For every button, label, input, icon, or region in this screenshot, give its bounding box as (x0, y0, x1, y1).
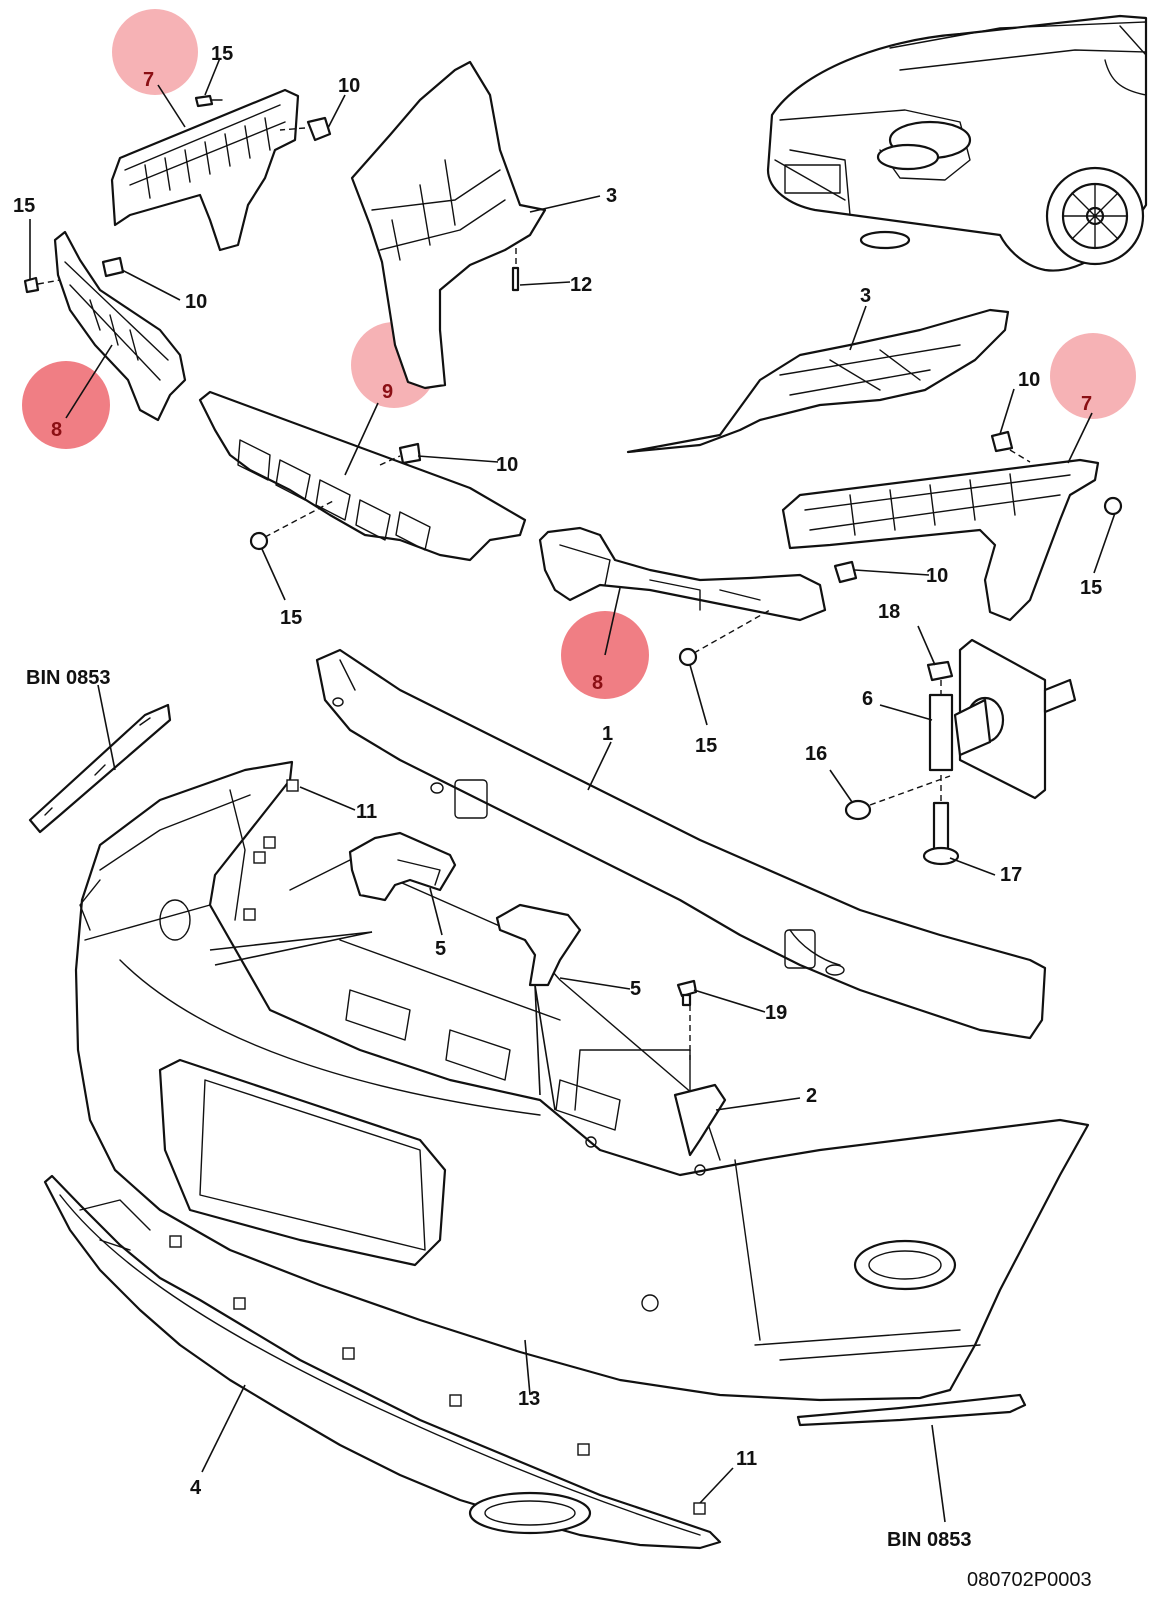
screw-15-right[interactable] (1103, 496, 1123, 516)
reference-code: 080702P0003 (967, 1569, 1092, 1591)
part-3-air-guide-right[interactable] (626, 308, 1010, 454)
part-1-energy-absorber[interactable] (315, 648, 1047, 1040)
callout-17: 17 (1000, 864, 1022, 886)
part-12-pin[interactable] (511, 248, 520, 292)
callout-1: 1 (602, 723, 613, 745)
callout-19: 19 (765, 1002, 787, 1024)
callout-8: 8 (592, 672, 603, 694)
callout-15: 15 (280, 607, 302, 629)
car-rear-view (766, 14, 1148, 272)
screw-15-center[interactable] (249, 499, 336, 551)
part-6-mount-plate[interactable] (928, 638, 1077, 800)
callout-4: 4 (190, 1477, 202, 1499)
callout-3: 3 (606, 185, 617, 207)
screw-15-left[interactable] (23, 276, 61, 294)
highlight-circle-7-right[interactable] (1050, 333, 1136, 419)
callout-10: 10 (926, 565, 948, 587)
clip-11-lower[interactable] (693, 1502, 706, 1515)
part-3-air-guide-left[interactable] (350, 60, 547, 390)
part-8-left-bracket[interactable] (53, 230, 187, 422)
callout-2: 2 (806, 1085, 817, 1107)
highlight-circle-7-left[interactable] (112, 9, 198, 95)
bin-label-left: BIN 0853 (26, 667, 111, 689)
callout-15: 15 (695, 735, 717, 757)
clip-10-center[interactable] (379, 442, 422, 466)
callout-15: 15 (1080, 577, 1102, 599)
part-7-left-bracket[interactable] (110, 88, 300, 252)
part-13-bumper-cover[interactable] (74, 760, 1090, 1402)
callout-10: 10 (338, 75, 360, 97)
callout-3: 3 (860, 285, 871, 307)
callout-6: 6 (862, 688, 873, 710)
leader-lines (29, 57, 1116, 1523)
callout-9: 9 (382, 381, 393, 403)
screw-15-right-center[interactable] (678, 609, 771, 667)
part-5-bracket-left[interactable] (348, 831, 457, 902)
callout-5: 5 (435, 938, 446, 960)
callout-11: 11 (736, 1448, 757, 1470)
callout-12: 12 (570, 274, 592, 296)
part-2-support[interactable] (574, 1049, 727, 1157)
part-17-bolt[interactable] (922, 775, 960, 866)
callout-13: 13 (518, 1388, 540, 1410)
callout-7: 7 (143, 69, 154, 91)
callout-18: 18 (878, 601, 900, 623)
callout-7: 7 (1081, 393, 1092, 415)
callout-10: 10 (185, 291, 207, 313)
clip-10-right-upper[interactable] (990, 430, 1031, 463)
clip-10-right-lower[interactable] (833, 560, 858, 584)
part-4-lower-diffuser[interactable] (43, 1174, 722, 1550)
callout-10: 10 (496, 454, 518, 476)
clip-10-top[interactable] (279, 116, 332, 142)
callout-16: 16 (805, 743, 827, 765)
clip-10-left[interactable] (101, 256, 125, 278)
part-7-right-bracket[interactable] (781, 458, 1100, 622)
screw-19[interactable] (676, 979, 698, 1060)
callout-8: 8 (51, 419, 62, 441)
callout-11: 11 (356, 801, 377, 823)
callout-labels: 15 7 10 15 10 8 3 12 9 10 15 3 10 7 15 1… (13, 43, 1102, 1591)
clip-11-group-upper[interactable] (243, 779, 299, 921)
bin-label-right: BIN 0853 (887, 1529, 972, 1551)
part-5-bracket-right[interactable] (495, 903, 582, 987)
callout-15: 15 (211, 43, 233, 65)
callout-10: 10 (1018, 369, 1040, 391)
part-8-right-bracket[interactable] (538, 526, 827, 622)
trim-strip-right[interactable] (796, 1393, 1027, 1427)
screw-15-top[interactable] (194, 94, 223, 108)
trim-strip-left[interactable] (28, 703, 172, 834)
part-18-nut[interactable] (926, 660, 954, 694)
part-16-nut[interactable] (844, 775, 951, 821)
part-9-crash-bar[interactable] (198, 390, 527, 562)
callout-15: 15 (13, 195, 35, 217)
callout-5: 5 (630, 978, 641, 1000)
highlight-circle-8-left[interactable] (22, 361, 110, 449)
